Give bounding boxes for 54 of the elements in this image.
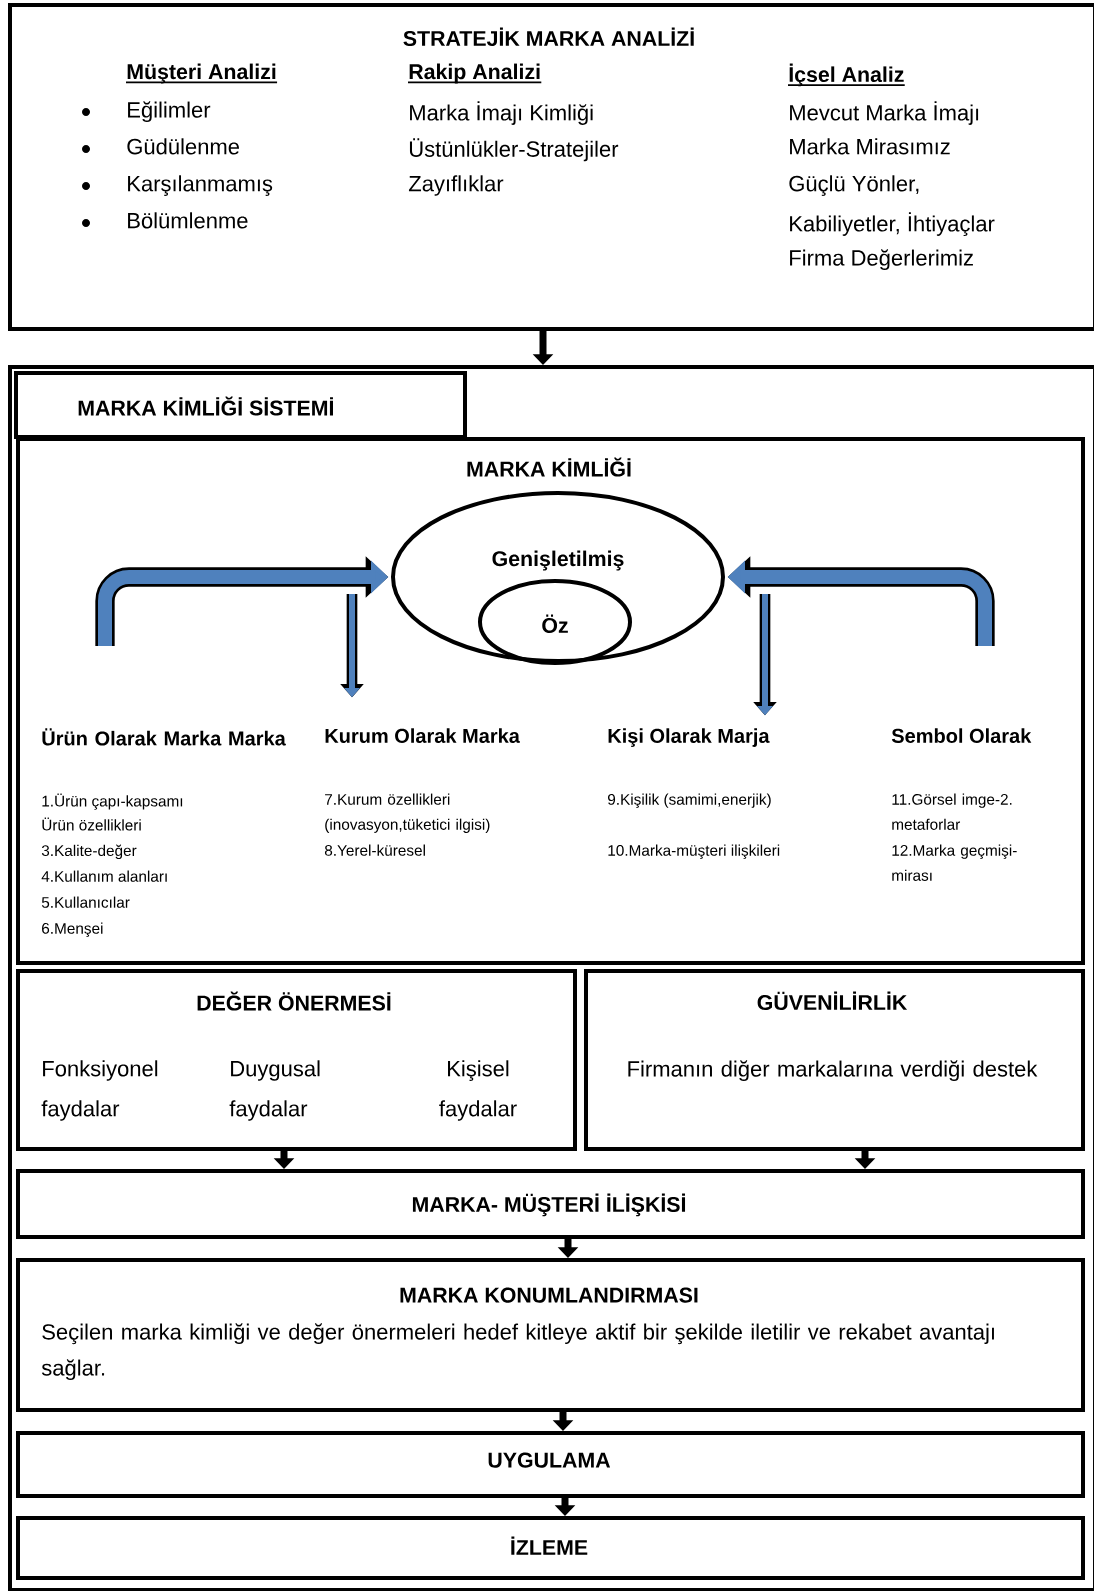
column-heading: Kişi Olarak Marja: [608, 728, 770, 747]
list-item: Mevcut Marka İmajı: [790, 101, 979, 125]
box-title: İZLEME: [511, 1536, 588, 1555]
column-heading: Rakip Analizi: [407, 63, 543, 84]
box-title: STRATEJİK MARKA ANALİZİ: [403, 27, 694, 47]
value-box: [16, 969, 577, 1151]
column-heading: Kurum Olarak Marka: [325, 728, 520, 743]
list-item: Zayıflıklar: [408, 175, 504, 196]
box-title: DEĞER ÖNERMESİ: [197, 991, 391, 1011]
box-title: MARKA KİMLİĞİ SİSTEMİ: [78, 396, 333, 416]
list-item: Üstünlükler-Stratejiler: [409, 138, 619, 162]
list-item: 10.Marka-müşteri ilişkileri: [608, 844, 780, 859]
positioning-box: [16, 1258, 1085, 1412]
list-item: Karşılanmamış: [82, 175, 273, 196]
list-item: Firma Değerlerimiz: [790, 249, 973, 271]
oval-label: Genişletilmiş: [492, 550, 624, 571]
body-text: Seçilen marka kimliği ve değer önermeleri hedef kitleye aktif bir şekilde iletilir ve rekabet avantajı sağlar.: [41, 1323, 994, 1381]
list-item: Ürün özellikleri: [42, 817, 141, 831]
box-title: MARKA KİMLİĞİ: [467, 457, 631, 477]
column-heading: Ürün Olarak Marka Marka: [42, 728, 286, 746]
body-text: Kişisel faydalar: [439, 1060, 517, 1121]
column-heading: İçsel Analiz: [787, 63, 906, 87]
list-item: 6.Menşei: [42, 922, 103, 937]
list-item: Güdülenme: [82, 138, 239, 155]
column-heading: Müşteri Analizi: [125, 63, 278, 84]
list-item: 8.Yerel-küresel: [324, 844, 425, 856]
box-title: MARKA- MÜŞTERİ İLİŞKİSİ: [412, 1193, 686, 1217]
box-title: UYGULAMA: [488, 1452, 611, 1468]
list-item: 11.Görsel imge-2. metaforlar: [892, 793, 1012, 830]
list-item: 1.Ürün çapı-kapsamı: [42, 793, 183, 810]
body-text: Duygusal faydalar: [229, 1060, 320, 1121]
analysis-box: [8, 3, 1094, 331]
box-title: MARKA KONUMLANDIRMASI: [400, 1287, 698, 1303]
list-item: 12.Marka geçmişi-mirası: [892, 844, 1017, 881]
relationship-box: [16, 1169, 1085, 1239]
list-item: 5.Kullanıcılar: [41, 896, 130, 908]
list-item: Kabiliyetler, İhtiyaçlar: [790, 212, 995, 237]
body-text: Firmanın diğer markalarına verdiği destek: [628, 1060, 1038, 1082]
list-item: Bölümlenme: [82, 212, 248, 229]
list-item: Güçlü Yönler,: [789, 175, 919, 196]
list-item: 7.Kurum özellikleri (inovasyon,tüketici ilgisi): [325, 793, 490, 833]
oval-label: Öz: [542, 614, 568, 633]
list-item: 9.Kişilik (samimi,enerjik): [608, 793, 771, 808]
implementation-box: [16, 1431, 1085, 1498]
list-item: 4.Kullanım alanları: [41, 870, 167, 882]
column-heading: Sembol Olarak: [891, 728, 1032, 743]
list-item: Eğilimler: [82, 101, 211, 123]
box-title: GÜVENİLİRLİK: [757, 991, 908, 1011]
list-item: Marka Mirasımız: [790, 138, 950, 155]
body-text: Fonksiyonel faydalar: [41, 1060, 158, 1121]
list-item: Marka İmajı Kimliği: [410, 101, 593, 125]
list-item: 3.Kalite-değer: [41, 844, 137, 860]
monitoring-box: [16, 1516, 1085, 1580]
credibility-box: [584, 969, 1085, 1151]
